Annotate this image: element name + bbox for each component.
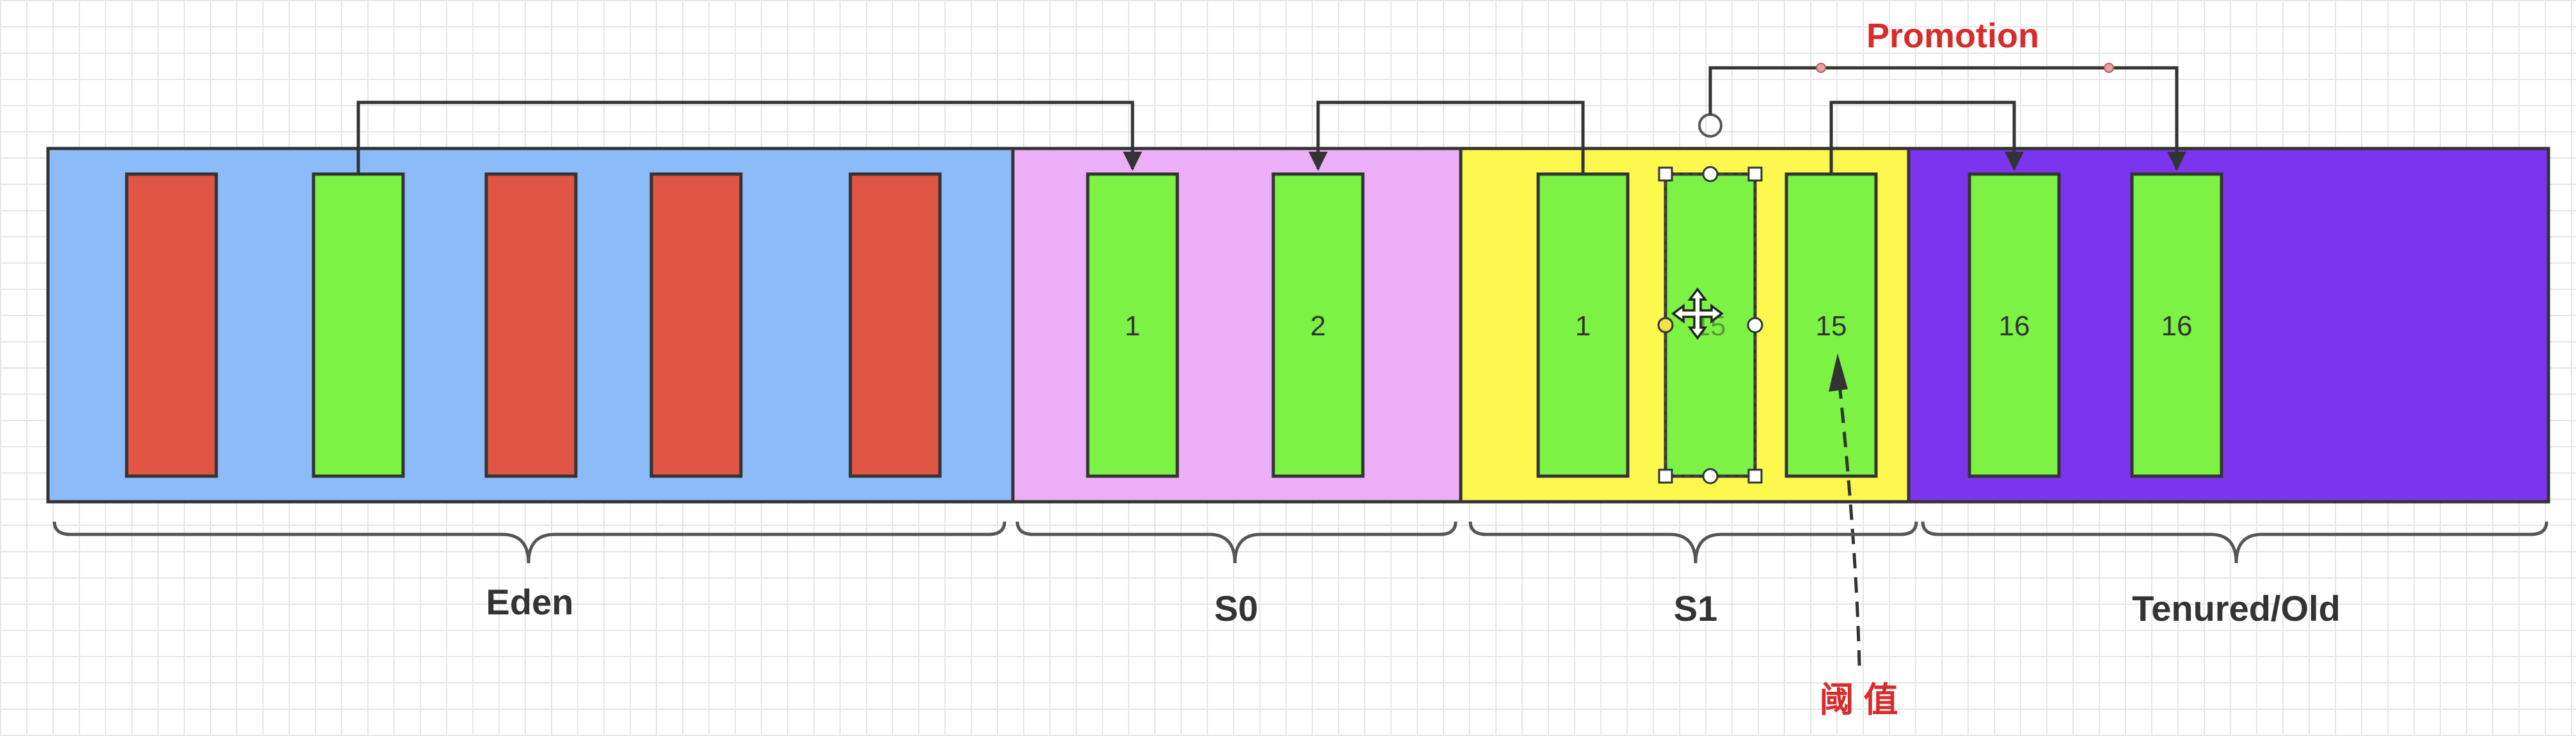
s0-object-1-label: 1	[1125, 310, 1140, 342]
connection-point-top[interactable]	[1702, 166, 1719, 182]
s0-object-1[interactable]	[1086, 172, 1179, 478]
eden-label: Eden	[486, 582, 574, 622]
resize-handle-bottom-right[interactable]	[1747, 468, 1763, 484]
eden-object-1[interactable]	[125, 172, 218, 478]
resize-handle-bottom-left[interactable]	[1658, 468, 1673, 484]
s1-object-3[interactable]	[1785, 172, 1878, 478]
resize-handle-top-left[interactable]	[1658, 166, 1673, 182]
old-object-1[interactable]	[1968, 172, 2061, 478]
connection-point-right[interactable]	[1747, 317, 1763, 333]
eden-brace	[52, 521, 1006, 564]
rotate-handle[interactable]	[1698, 113, 1722, 138]
old-object-2-label: 16	[2161, 310, 2193, 342]
connection-point-left[interactable]	[1657, 317, 1674, 333]
arrow-promotion	[1708, 66, 2186, 171]
promotion-label: Promotion	[1866, 17, 2039, 55]
resize-handle-top-right[interactable]	[1747, 166, 1763, 182]
s1-label: S1	[1674, 588, 1718, 628]
old-object-2[interactable]	[2130, 172, 2223, 478]
eden-object-3[interactable]	[484, 172, 578, 478]
arrow-s1-to-old-1	[1829, 100, 2024, 174]
tenured-brace	[1921, 521, 2548, 564]
connection-point-bottom[interactable]	[1702, 468, 1719, 484]
eden-object-5[interactable]	[848, 172, 942, 478]
s0-object-2-label: 2	[1310, 310, 1326, 342]
s0-brace	[1015, 521, 1458, 564]
s0-label: S0	[1214, 588, 1259, 628]
s1-object-3-label: 15	[1816, 310, 1847, 342]
tenured-label: Tenured/Old	[2132, 588, 2341, 628]
move-cursor-icon	[1671, 287, 1724, 340]
s1-object-1[interactable]	[1536, 172, 1630, 478]
threshold-arrow	[1837, 377, 1861, 666]
threshold-arrowhead	[1829, 353, 1848, 392]
threshold-label: 阈 值	[1819, 681, 1898, 719]
old-object-1-label: 16	[1999, 310, 2030, 342]
arrow-s1-to-s0	[1308, 100, 1585, 174]
s1-object-1-label: 1	[1575, 310, 1591, 342]
waypoint-handle-2[interactable]	[2104, 63, 2114, 73]
selection-handles[interactable]	[1657, 113, 1763, 484]
eden-object-2[interactable]	[312, 172, 405, 478]
s0-region	[1011, 147, 1463, 504]
s0-object-2[interactable]	[1271, 172, 1365, 478]
arrow-eden-to-s0	[356, 100, 1142, 174]
s1-brace	[1468, 521, 1918, 564]
eden-object-4[interactable]	[649, 172, 743, 478]
waypoint-handle-1[interactable]	[1816, 63, 1826, 73]
